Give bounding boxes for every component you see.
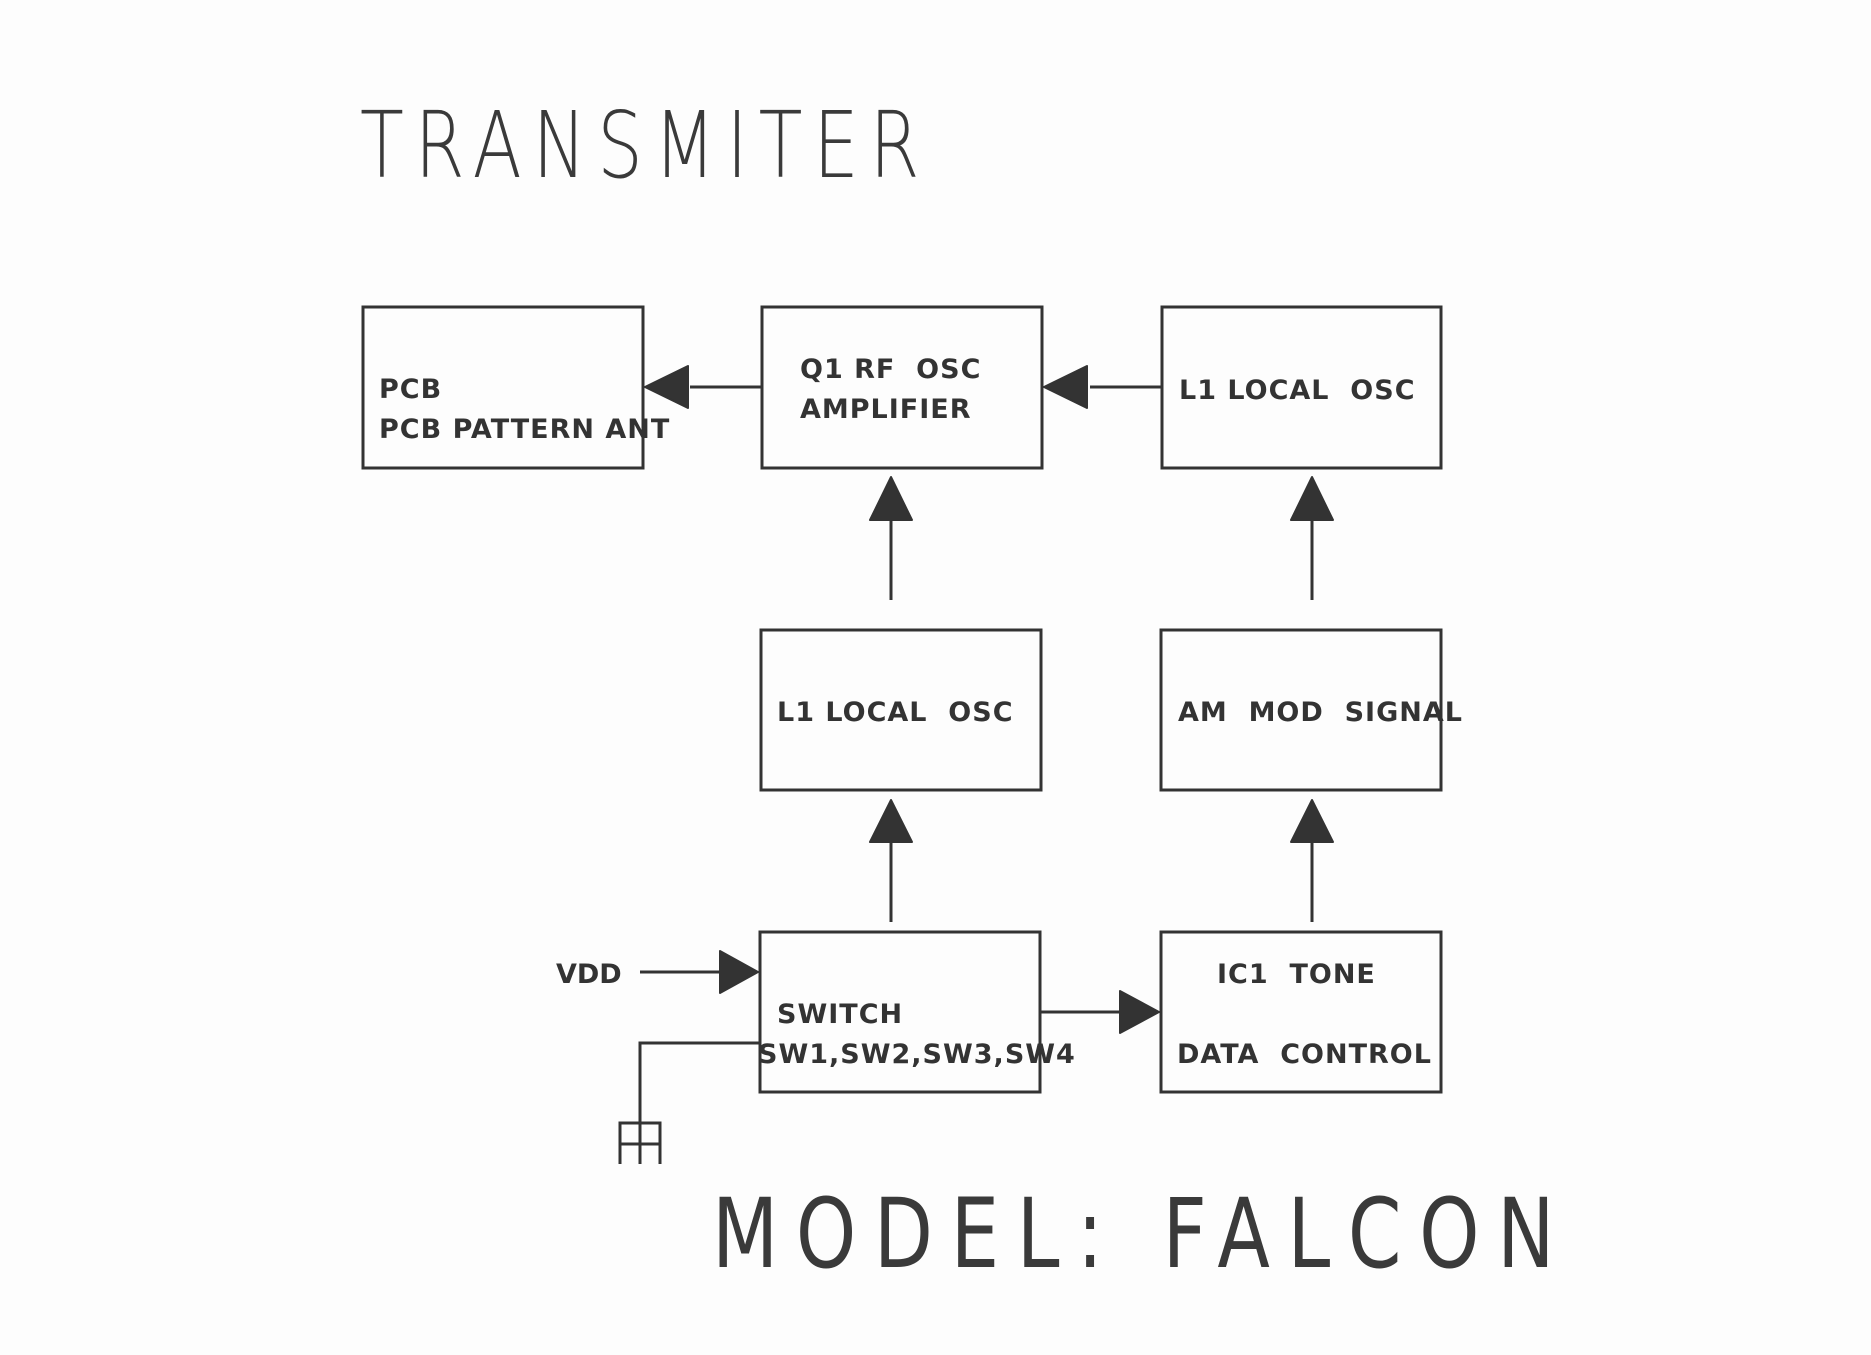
block-label: AM MOD SIGNAL	[1178, 697, 1463, 728]
arrowhead-up-icon	[1290, 476, 1334, 521]
block-label: AMPLIFIER	[800, 394, 972, 425]
arrowhead-left-icon	[1043, 365, 1088, 409]
block-local-osc-mid	[759, 628, 1043, 792]
wire-switch-to-ground	[638, 1041, 760, 1143]
arrowhead-up-icon	[869, 799, 913, 843]
arrowhead-right-icon	[1119, 990, 1160, 1034]
model-label: MODEL: FALCON	[712, 1178, 1573, 1290]
block-pcb-antenna	[361, 305, 645, 470]
diagram-title: TRANSMITER	[360, 92, 931, 199]
block-label: SWITCH	[777, 999, 903, 1030]
ground-icon	[618, 1121, 662, 1164]
block-label: L1 LOCAL OSC	[777, 697, 1014, 728]
block-label: PCB	[379, 374, 442, 405]
block-tone-ic	[1159, 930, 1443, 1094]
block-label: SW1,SW2,SW3,SW4	[758, 1039, 1076, 1070]
block-label: PCB PATTERN ANT	[379, 414, 670, 445]
arrowhead-left-icon	[644, 365, 689, 409]
block-rf-osc-amp	[760, 305, 1044, 470]
block-label: Q1 RF OSC	[800, 354, 981, 385]
block-am-mod	[1159, 628, 1443, 792]
block-label: L1 LOCAL OSC	[1179, 375, 1416, 406]
block-label: DATA CONTROL	[1177, 1039, 1432, 1070]
arrowhead-up-icon	[1290, 799, 1334, 843]
arrowhead-right-icon	[719, 950, 759, 994]
arrowhead-up-icon	[869, 476, 913, 521]
block-label: IC1 TONE	[1217, 959, 1376, 990]
vdd-label: VDD	[556, 959, 622, 990]
